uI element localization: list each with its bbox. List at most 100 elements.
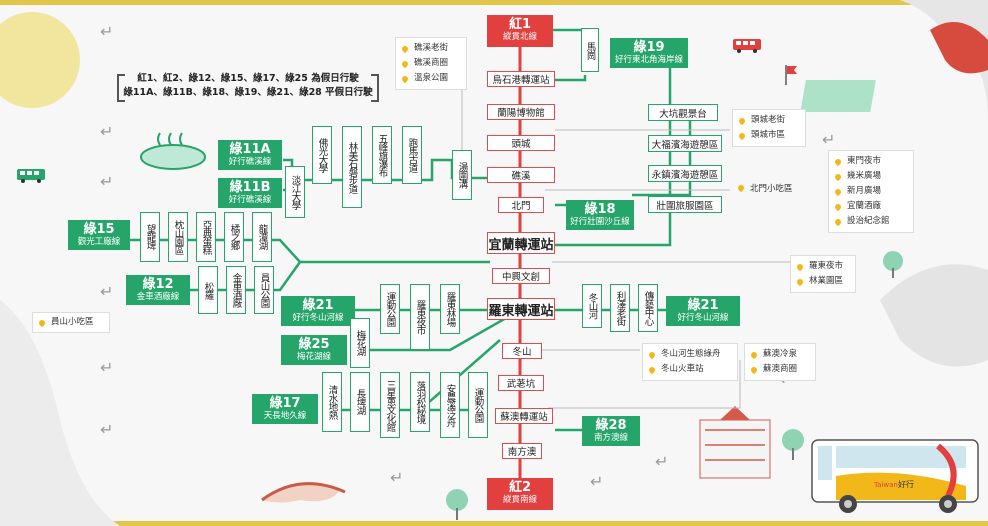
route-g15-code: 綠15 (83, 222, 115, 237)
stop-qingshui[interactable]: 清水地熱 (322, 372, 342, 432)
poi-yilan: 東門夜市 幾米廣場 新月廣場 宜蘭酒廠 設治紀念館 (828, 150, 914, 233)
poi-suao: 蘇澳冷泉 蘇澳商圈 (744, 343, 816, 381)
stop-dongshanhe[interactable]: 冬山河 (582, 284, 602, 328)
stop-dongshan[interactable]: 冬山 (502, 343, 542, 359)
stop-suao-transfer[interactable]: 蘇澳轉運站 (495, 408, 553, 424)
bracket-left (117, 74, 125, 102)
stop-luoyu[interactable]: 落羽松秘境 (410, 372, 430, 432)
stop-sanxing[interactable]: 三星蔥文化館 (380, 372, 400, 438)
return-arrow-icon: ↵ (655, 452, 669, 471)
stop-changpi[interactable]: 長埤湖 (350, 372, 370, 432)
route-g21-left-badge[interactable]: 綠21 好行冬山河線 (281, 296, 355, 326)
stop-longtan[interactable]: 龍潭湖 (252, 212, 272, 262)
poi-item: 羅東夜市 (809, 261, 844, 271)
stop-wanglong[interactable]: 望龍埤 (140, 212, 160, 262)
stop-dakeng[interactable]: 大坑觀景台 (648, 104, 718, 121)
route-g21-left-name: 好行冬山河線 (292, 313, 344, 323)
stop-nanfangao[interactable]: 南方澳 (502, 443, 542, 459)
stop-toucheng[interactable]: 頭城 (487, 135, 555, 151)
stop-dafu[interactable]: 大福濱海遊憩區 (648, 135, 722, 152)
poi-item: 蘇澳商圈 (763, 364, 798, 374)
bottom-gold-bar (0, 521, 988, 526)
route-g28-name: 南方澳線 (593, 433, 628, 443)
return-arrow-icon: ↵ (390, 468, 404, 487)
poi-item: 員山小吃區 (51, 317, 94, 327)
poi-item: 礁溪商圈 (414, 58, 449, 68)
stop-zhuangwei[interactable]: 壯圍旅服園區 (648, 196, 722, 213)
stop-luodong-transfer[interactable]: 羅東轉運站 (487, 298, 555, 320)
top-gold-bar (0, 0, 988, 5)
route-g15-badge[interactable]: 綠15 觀光工廠線 (68, 220, 130, 250)
stop-luodong-forest[interactable]: 羅東林場 (440, 284, 460, 334)
route-red2-badge[interactable]: 紅2 縱貫南線 (487, 478, 553, 510)
route-g11a-code: 綠11A (229, 142, 271, 157)
stop-beimen[interactable]: 北門 (498, 197, 544, 213)
return-arrow-icon: ↵ (100, 122, 114, 141)
poi-item: 蘇澳冷泉 (763, 349, 798, 359)
route-g12-badge[interactable]: 綠12 金車酒廠線 (126, 275, 190, 305)
poi-item: 林業園區 (809, 276, 844, 286)
route-g25-name: 梅花湖線 (296, 352, 331, 362)
stop-danjiang[interactable]: 淡江大學 (285, 166, 305, 218)
stop-wufeng[interactable]: 五峰旗瀑布 (372, 126, 392, 184)
stop-yongzhen[interactable]: 永鎮濱海遊憩區 (648, 165, 722, 182)
stop-zhenshan[interactable]: 枕山園區 (168, 212, 188, 262)
bracket-right (371, 74, 379, 102)
stop-yuanshan[interactable]: 員山公園 (254, 266, 274, 314)
stop-chuanyi[interactable]: 傳藝中心 (638, 284, 658, 332)
map-pin-icon (749, 365, 759, 374)
stop-yadian[interactable]: 亞典蛋糕 (196, 212, 216, 262)
poi-item: 冬山火車站 (661, 364, 704, 374)
stop-yundong-park-1[interactable]: 運動公園 (380, 284, 400, 334)
route-g28-badge[interactable]: 綠28 南方澳線 (582, 416, 640, 446)
route-g21-right-code: 綠21 (687, 298, 719, 313)
map-pin-icon (736, 183, 746, 193)
route-g11b-badge[interactable]: 綠11B 好行礁溪線 (218, 178, 282, 208)
map-pin-icon (400, 44, 410, 53)
route-g25-badge[interactable]: 綠25 梅花湖線 (281, 335, 347, 365)
poi-item: 設治紀念館 (847, 216, 890, 226)
stop-mashang[interactable]: 馬崗 (581, 28, 599, 72)
route-g18-badge[interactable]: 綠18 好行壯圍沙丘線 (566, 200, 634, 230)
map-pin-icon (737, 116, 747, 125)
poi-item: 宜蘭酒廠 (847, 201, 882, 211)
stop-lanyang-museum[interactable]: 蘭陽博物館 (487, 104, 555, 120)
route-g21-right-badge[interactable]: 綠21 好行冬山河線 (666, 296, 740, 326)
stop-meihua[interactable]: 梅花湖 (350, 318, 370, 368)
stop-linmei[interactable]: 林美石磐步道 (342, 126, 362, 208)
stop-jiaoxi[interactable]: 礁溪 (487, 167, 555, 183)
stop-tanwei[interactable]: 湯圍溝 (452, 150, 472, 200)
map-pin-icon (647, 365, 657, 374)
route-red1-badge[interactable]: 紅1 縱貫北線 (487, 15, 553, 47)
route-g17-badge[interactable]: 綠17 天長地久線 (252, 394, 318, 424)
stop-zhongxing[interactable]: 中興文創 (492, 268, 550, 284)
stop-yangzhi[interactable]: 橘之鄉 (224, 212, 244, 262)
map-pin-icon (833, 172, 843, 181)
poi-beimen: 北門小吃區 (736, 182, 793, 194)
route-g17-name: 天長地久線 (263, 411, 307, 421)
stop-lize[interactable]: 利澤老街 (610, 284, 630, 332)
stop-anno[interactable]: 安農溪泛舟 (440, 372, 460, 438)
notice-line-2: 綠11A、綠11B、綠18、綠19、綠21、綠28 平假日行駛 (123, 87, 373, 98)
stop-luodong-nightmarket[interactable]: 羅東夜市 (410, 284, 430, 350)
stop-wulaokeng[interactable]: 武荖坑 (498, 375, 544, 391)
poi-item: 東門夜市 (847, 156, 882, 166)
stop-wushigang[interactable]: 烏石港轉運站 (487, 71, 555, 87)
route-g11a-name: 好行礁溪線 (228, 157, 272, 167)
stop-jinche[interactable]: 金車酒廠 (226, 266, 246, 314)
hot-spring-icon (140, 132, 206, 170)
tree-icon (446, 489, 468, 520)
stop-foguang[interactable]: 佛光大學 (312, 126, 332, 184)
map-pin-icon (833, 187, 843, 196)
route-g11a-badge[interactable]: 綠11A 好行礁溪線 (218, 140, 282, 170)
map-pin-icon (833, 157, 843, 166)
stop-yilan-transfer[interactable]: 宜蘭轉運站 (487, 232, 555, 254)
route-red1-code: 紅1 (508, 17, 532, 32)
stop-yundong-park-2[interactable]: 運動公園 (468, 372, 488, 438)
stop-songluo[interactable]: 松羅 (198, 266, 218, 314)
route-g17-code: 綠17 (269, 396, 301, 411)
stop-paoma[interactable]: 跑馬古道 (402, 126, 422, 184)
bus-brand-text: 好行 (898, 479, 914, 489)
route-g12-name: 金車酒廠線 (136, 292, 180, 302)
route-g19-badge[interactable]: 綠19 好行東北角海岸線 (610, 38, 688, 68)
